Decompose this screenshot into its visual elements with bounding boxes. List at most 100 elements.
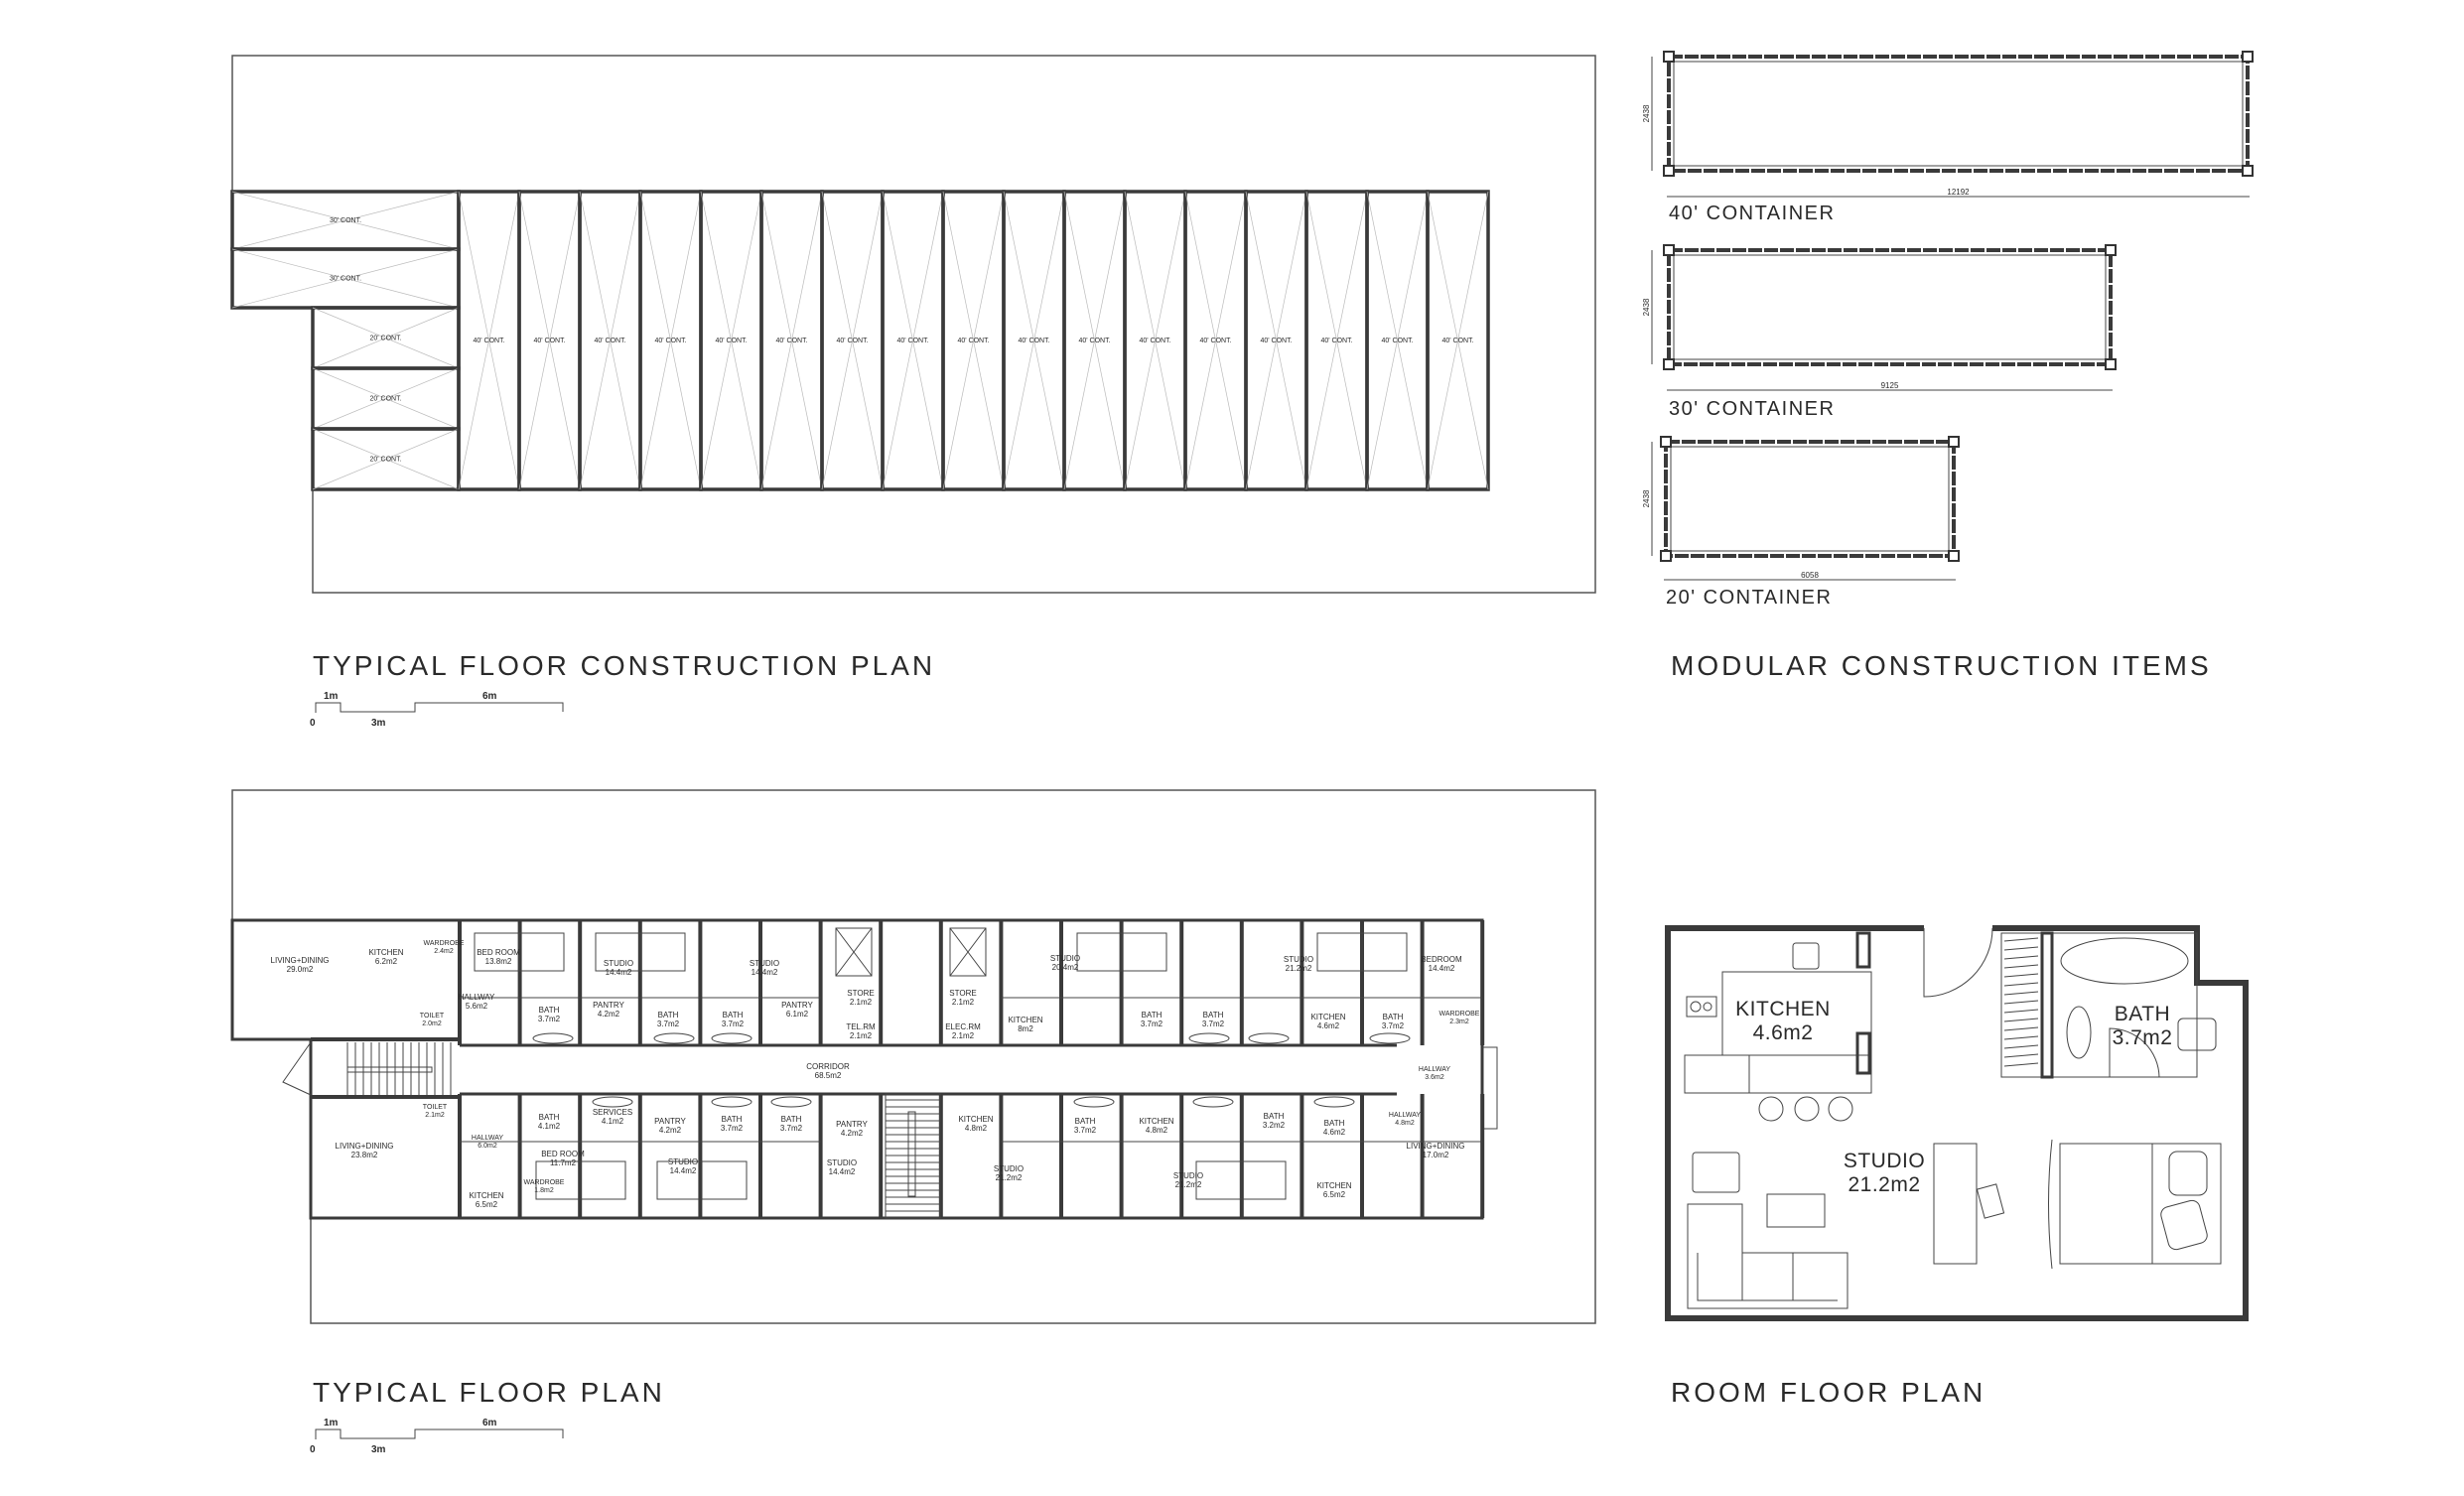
room-area: 3.7m2: [538, 1015, 561, 1023]
room-area: 3.7m2: [1141, 1020, 1164, 1028]
container-label: 30' CONT.: [330, 217, 361, 224]
room-name: STORE: [949, 989, 976, 998]
bed-curtain: [2048, 1139, 2053, 1270]
column: [1855, 931, 1871, 969]
bathtub: [770, 1096, 812, 1108]
bar-stool: [1758, 1096, 1784, 1122]
room-name: BATH: [658, 1011, 679, 1020]
room-area: 3.2m2: [1263, 1121, 1286, 1130]
room-plan-kitchen-area: 4.6m2: [1753, 1021, 1814, 1044]
room-area: 3.7m2: [1382, 1021, 1405, 1030]
cross-hatch: [1245, 191, 1307, 490]
container-type-label: 40' CONTAINER: [1669, 203, 1835, 224]
cross-hatch: [760, 191, 823, 490]
bathtub: [1192, 1096, 1234, 1108]
cooktop-burner: [1690, 1001, 1702, 1013]
cross-hatch: [700, 191, 762, 490]
room-outer-wall: [1665, 925, 2249, 1321]
modular-items-title: MODULAR CONSTRUCTION ITEMS: [1671, 650, 2212, 681]
room-name: KITCHEN: [368, 948, 403, 957]
room-area: 2.4m2: [434, 948, 454, 955]
room-area: 11.7m2: [550, 1158, 577, 1167]
room-area: 3.7m2: [657, 1020, 680, 1028]
room-name: WARDROBE: [424, 940, 465, 947]
room-name: PANTRY: [654, 1117, 686, 1126]
bathtub: [653, 1032, 695, 1044]
room-area: 21.2m2: [1175, 1180, 1202, 1189]
hanger: [2003, 991, 2039, 996]
room-name: TOILET: [423, 1104, 448, 1111]
room-name: STUDIO: [668, 1157, 698, 1166]
room-area: 3.6m2: [1425, 1074, 1444, 1081]
room-area: 2.1m2: [425, 1112, 445, 1119]
container-label: 20' CONT.: [369, 457, 401, 464]
hanger: [2003, 937, 2039, 942]
cross-hatch: [821, 191, 884, 490]
room-plan-title: ROOM FLOOR PLAN: [1671, 1377, 1985, 1408]
container-label: 40' CONT.: [1381, 338, 1413, 344]
room-area: 4.8m2: [965, 1124, 988, 1133]
construction-plan: 30' CONT.30' CONT.20' CONT.20' CONT.20' …: [230, 55, 1596, 594]
room-name: LIVING+DINING: [271, 956, 330, 965]
stair-handrail: [346, 1066, 433, 1073]
room-area: 6.2m2: [375, 957, 398, 966]
corner-casting: [1663, 358, 1675, 370]
room-name: SERVICES: [593, 1108, 632, 1117]
container-label: 20' CONT.: [369, 336, 401, 342]
scale-label-6m: 6m: [482, 1418, 497, 1428]
cross-hatch: [1427, 191, 1489, 490]
room-name: HALLWAY: [1419, 1066, 1450, 1073]
corridor-wall: [460, 1043, 1397, 1096]
room-entry-door: [1923, 927, 1993, 998]
cross-hatch: [231, 248, 460, 309]
room-area: 3.7m2: [721, 1124, 744, 1133]
room-area: 3.7m2: [780, 1124, 803, 1133]
bathtub: [711, 1096, 753, 1108]
elevator-shaft: [835, 927, 873, 977]
double-bed: [2059, 1143, 2222, 1265]
hanger: [2003, 1053, 2039, 1058]
construction-scale-bar: 1m 6m 0 3m: [310, 691, 564, 729]
room-name: HALLWAY: [1389, 1112, 1421, 1119]
room-area: 4.1m2: [602, 1117, 624, 1126]
cross-hatch: [1003, 191, 1065, 490]
room-name: STUDIO: [827, 1158, 857, 1167]
room-plan-bath-name: BATH: [2115, 1003, 2170, 1025]
cross-hatch: [942, 191, 1005, 490]
scale-label-3m: 3m: [371, 718, 386, 729]
room-name: WARDROBE: [524, 1179, 565, 1186]
container-40ft: [1426, 190, 1490, 491]
desk-chair: [1976, 1183, 2005, 1219]
hanger: [2003, 1026, 2039, 1031]
coffee-table: [1766, 1193, 1826, 1228]
room-area: 2.1m2: [952, 1031, 975, 1040]
room-name: STUDIO: [750, 959, 779, 968]
room-area: 2.0m2: [422, 1020, 442, 1027]
corner-casting: [2105, 358, 2117, 370]
room-area: 21.2m2: [996, 1173, 1023, 1182]
room-name: BATH: [722, 1115, 743, 1124]
container-inner-outline: [1670, 446, 1950, 552]
room-name: BATH: [1203, 1011, 1224, 1020]
elevator-cross: [949, 927, 987, 977]
room-name: STUDIO: [1050, 954, 1080, 963]
room-area: 14.4m2: [752, 968, 778, 977]
room-name: TOILET: [420, 1013, 445, 1020]
room-area: 4.8m2: [1395, 1120, 1415, 1127]
length-dimension: 12192: [1947, 188, 1970, 197]
room-name: BATH: [1142, 1011, 1163, 1020]
container-label: 40' CONT.: [1018, 338, 1049, 344]
corner-casting: [1663, 165, 1675, 177]
room-name: HALLWAY: [472, 1135, 503, 1142]
room-name: PANTRY: [836, 1120, 868, 1129]
bathtub: [592, 1096, 633, 1108]
width-dimension: 2438: [1642, 298, 1651, 316]
container-type-label: 30' CONTAINER: [1669, 398, 1835, 420]
hanger: [2003, 1009, 2039, 1014]
cross-hatch: [579, 191, 641, 490]
room-area: 4.2m2: [659, 1126, 682, 1135]
bathtub: [1188, 1032, 1230, 1044]
container-label: 40' CONT.: [715, 338, 747, 344]
room-area: 4.8m2: [1146, 1126, 1168, 1135]
